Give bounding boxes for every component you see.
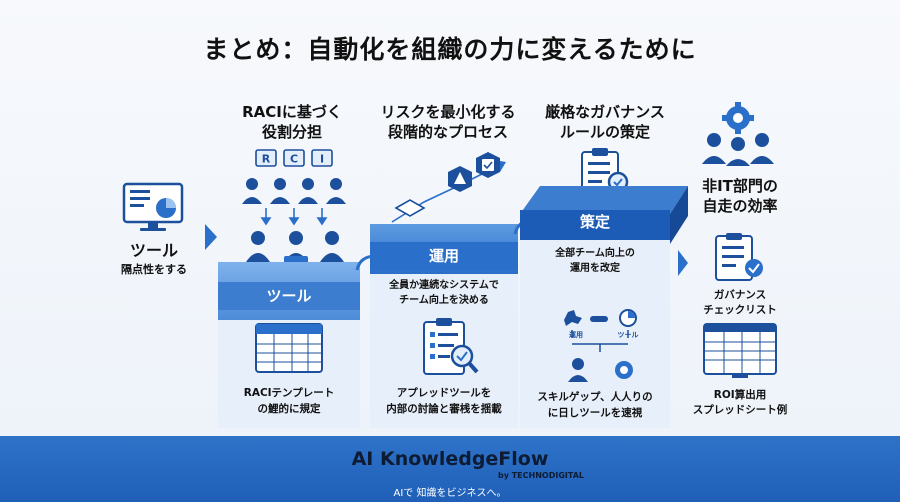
- team-gear-icon: [702, 102, 774, 166]
- footer-bar: [0, 436, 900, 502]
- left-label: ツール: [129, 241, 178, 260]
- mini-label-right: ツール: [617, 331, 639, 339]
- raci-team-icon: R C I: [242, 149, 346, 270]
- right-item2-1: ROI算出用: [713, 389, 767, 401]
- governance-checklist-icon: [715, 233, 763, 281]
- policy-bottom-1: スキルゲップ、人人りの: [537, 391, 653, 403]
- raci-heading-2: 役割分担: [261, 123, 322, 141]
- raci-step-bar: ツール: [218, 262, 360, 320]
- checklist-search-icon: [423, 318, 479, 375]
- badge-c: C: [290, 153, 298, 166]
- policy-bottom-2: に日しツールを速視: [547, 407, 643, 419]
- spreadsheet-icon: [255, 323, 323, 373]
- monitor-chart-icon: [122, 182, 184, 231]
- ops-step-bar: 運用: [370, 224, 518, 274]
- right-item1-1: ガバナンス: [713, 289, 767, 301]
- policy-heading-1: 厳格なガバナンス: [545, 103, 665, 121]
- footer-tagline: AIで 知識をビジネスへ。: [393, 488, 507, 499]
- ops-desc-1: 全員か連続なシステムで: [389, 280, 499, 291]
- chevron-right-icon: [205, 224, 217, 250]
- roi-spreadsheet-icon: [703, 323, 777, 378]
- ops-heading-1: リスクを最小化する: [380, 103, 516, 121]
- badge-r: R: [262, 153, 271, 166]
- ops-step-label: 運用: [370, 242, 518, 270]
- footer-by: by TECHNODIGITAL: [498, 471, 584, 480]
- workflow-diagram-icon: [564, 309, 637, 382]
- mini-label-left: 運用: [569, 331, 583, 339]
- raci-bottom-1: RACIテンプレート: [243, 387, 335, 399]
- badge-i: I: [320, 153, 324, 166]
- policy-desc-1: 全部チーム向上の: [555, 248, 635, 259]
- left-sublabel: 隔点性をする: [121, 263, 187, 276]
- raci-heading-1: RACIに基づく: [242, 103, 342, 121]
- footer-brand: AI KnowledgeFlow: [351, 448, 549, 470]
- risk-process-icon: [391, 152, 506, 223]
- ops-desc-2: チーム向上を決める: [399, 295, 489, 306]
- policy-step-label: 策定: [579, 213, 610, 231]
- right-item2-2: スプレッドシート例: [692, 404, 788, 416]
- policy-step-bar: 策定: [520, 210, 670, 240]
- ops-heading-2: 段階的なプロセス: [387, 123, 508, 141]
- policy-box-side: [670, 186, 688, 244]
- right-item1-2: チェックリスト: [703, 304, 777, 316]
- policy-heading-2: ルールの策定: [559, 123, 650, 141]
- chevron-right-icon-2: [678, 250, 688, 276]
- policy-box-top: [520, 186, 688, 214]
- ops-bottom-1: アプレッドツールを: [396, 387, 492, 399]
- raci-step-label: ツール: [218, 282, 360, 310]
- page-title: まとめ：自動化を組織の力に変えるために: [203, 35, 697, 64]
- right-heading-1: 非IT部門の: [702, 177, 778, 195]
- ops-bottom-2: 内部の討論と審桟を揺載: [386, 403, 502, 415]
- raci-bottom-2: の鯉的に規定: [257, 403, 321, 415]
- right-heading-2: 自走の効率: [702, 197, 778, 215]
- policy-desc-2: 運用を改定: [570, 263, 620, 274]
